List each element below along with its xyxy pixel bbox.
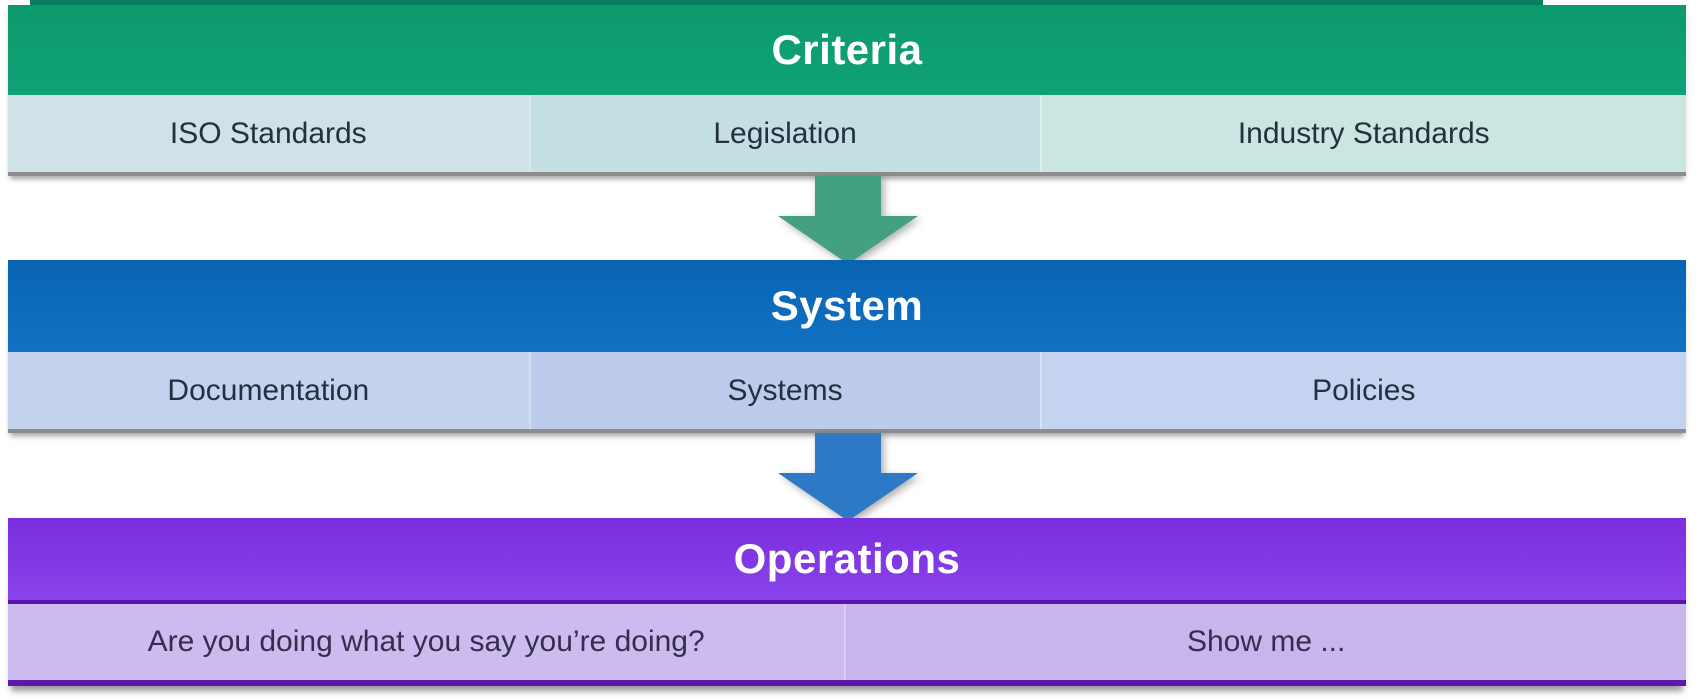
arrow-head [778, 473, 918, 521]
tier-system: System Documentation Systems Policies [8, 260, 1686, 433]
arrow-head [778, 216, 918, 264]
arrow-down-criteria-to-system-icon [778, 176, 918, 264]
system-item-policies: Policies [1039, 352, 1686, 429]
operations-item-doing-question: Are you doing what you say you’re doing? [8, 604, 845, 680]
criteria-item-legislation: Legislation [528, 95, 1040, 172]
tier-operations: Operations Are you doing what you say yo… [8, 518, 1686, 686]
tier-operations-items: Are you doing what you say you’re doing?… [8, 604, 1686, 680]
operations-item-show-me: Show me ... [844, 604, 1686, 680]
tier-operations-title: Operations [8, 518, 1686, 604]
arrow-stem [815, 433, 881, 473]
tier-criteria: Criteria ISO Standards Legislation Indus… [8, 5, 1686, 176]
system-item-documentation: Documentation [8, 352, 529, 429]
criteria-item-iso-standards: ISO Standards [8, 95, 529, 172]
system-item-systems: Systems [528, 352, 1040, 429]
tier-system-title: System [8, 260, 1686, 352]
arrow-stem [815, 176, 881, 216]
tier-system-items: Documentation Systems Policies [8, 352, 1686, 429]
criteria-item-industry-standards: Industry Standards [1039, 95, 1686, 172]
top-accent-strip [30, 0, 1543, 5]
tier-criteria-title: Criteria [8, 5, 1686, 95]
arrow-down-system-to-operations-icon [778, 433, 918, 521]
tier-criteria-items: ISO Standards Legislation Industry Stand… [8, 95, 1686, 172]
